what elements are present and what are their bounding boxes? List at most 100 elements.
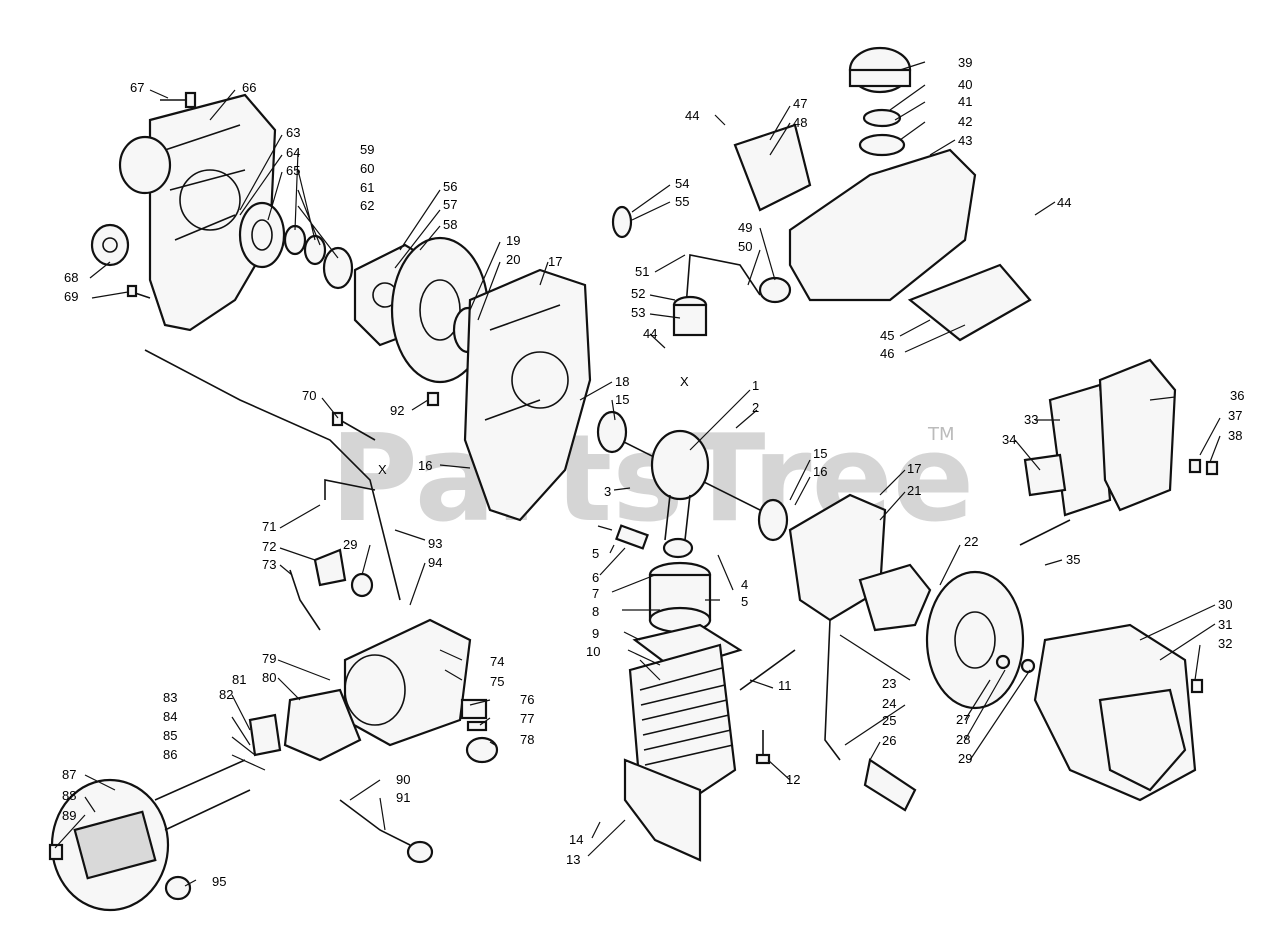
lever-23-24[interactable] xyxy=(824,619,841,761)
muffler-cover[interactable] xyxy=(1098,358,1177,512)
callout-83: 83 xyxy=(163,690,177,705)
callout-49: 49 xyxy=(738,220,752,235)
cap-parts-40-42[interactable] xyxy=(858,108,906,157)
callout-87: 87 xyxy=(62,767,76,782)
callout-20: 20 xyxy=(506,252,520,267)
callout-93: 93 xyxy=(428,536,442,551)
callout-82: 82 xyxy=(219,687,233,702)
callout-8: 8 xyxy=(592,604,599,619)
callout-76: 76 xyxy=(520,692,534,707)
callout-92: 92 xyxy=(390,403,404,418)
callout-91: 91 xyxy=(396,790,410,805)
seal-54-55[interactable] xyxy=(611,205,633,239)
fuel-tank[interactable] xyxy=(788,148,977,302)
callout-5b: 5 xyxy=(741,594,748,609)
parts-76-78[interactable] xyxy=(460,698,499,764)
watermark-tm: TM xyxy=(927,424,955,445)
muffler-shield-13[interactable] xyxy=(623,758,702,862)
fuel-filter[interactable] xyxy=(672,295,708,337)
callout-25: 25 xyxy=(882,713,896,728)
cable-90-91[interactable] xyxy=(339,799,434,864)
bracket-35[interactable] xyxy=(1019,519,1071,546)
bolt-92[interactable] xyxy=(426,391,440,407)
callout-38: 38 xyxy=(1228,428,1242,443)
bolt-69[interactable] xyxy=(126,284,151,299)
callout-11: 11 xyxy=(778,678,792,693)
callout-72: 72 xyxy=(262,539,276,554)
crankshaft[interactable] xyxy=(596,410,789,542)
callout-66: 66 xyxy=(242,80,256,95)
callout-45: 45 xyxy=(880,328,894,343)
fuel-cap[interactable] xyxy=(848,46,912,94)
callout-12: 12 xyxy=(786,772,800,787)
starter-housing[interactable] xyxy=(118,93,277,332)
starter-cup-68[interactable] xyxy=(90,223,130,267)
grommet-29[interactable] xyxy=(350,572,374,598)
callout-62: 62 xyxy=(360,198,374,213)
tube-73[interactable] xyxy=(289,569,321,631)
clutch-housing[interactable] xyxy=(1033,623,1197,802)
callout-3: 3 xyxy=(604,484,611,499)
callout-1: 1 xyxy=(752,378,759,393)
muffler-gasket-34[interactable] xyxy=(1023,453,1067,497)
callout-70: 70 xyxy=(302,388,316,403)
callout-69: 69 xyxy=(64,289,78,304)
screw-12[interactable] xyxy=(755,730,771,765)
primer-72[interactable] xyxy=(313,548,347,587)
piston[interactable] xyxy=(648,561,712,634)
knob-95[interactable] xyxy=(164,875,192,901)
tank-bracket-45-46[interactable] xyxy=(907,263,1032,342)
callouts: 1 2 3 4 5 5 6 7 8 9 10 11 12 13 14 15 15… xyxy=(62,55,1244,889)
carb-gasket-81[interactable] xyxy=(248,713,282,757)
callout-27: 27 xyxy=(956,712,970,727)
callout-40: 40 xyxy=(958,77,972,92)
callout-67: 67 xyxy=(130,80,144,95)
throttle-cable[interactable] xyxy=(144,349,401,601)
callout-75: 75 xyxy=(490,674,504,689)
callout-19: 19 xyxy=(506,233,520,248)
callout-26: 26 xyxy=(882,733,896,748)
callout-28: 28 xyxy=(956,732,970,747)
stud-11[interactable] xyxy=(739,649,796,691)
washer-stack[interactable] xyxy=(283,224,354,290)
bolt-70[interactable] xyxy=(331,411,376,441)
callout-95: 95 xyxy=(212,874,226,889)
callout-56: 56 xyxy=(443,179,457,194)
connecting-rod[interactable] xyxy=(662,494,694,559)
carburetor[interactable] xyxy=(283,688,362,762)
callout-81: 81 xyxy=(232,672,246,687)
callout-15a: 15 xyxy=(615,392,629,407)
air-filter-base[interactable] xyxy=(343,618,472,747)
stop-switch-26[interactable] xyxy=(863,758,917,812)
callout-15b: 15 xyxy=(813,446,827,461)
callout-4: 4 xyxy=(741,577,748,592)
callout-90: 90 xyxy=(396,772,410,787)
callout-77: 77 xyxy=(520,711,534,726)
tank-bracket-47-48[interactable] xyxy=(733,123,812,212)
crankcase-half-left[interactable] xyxy=(463,268,592,522)
callout-50: 50 xyxy=(738,239,752,254)
callout-22: 22 xyxy=(964,534,978,549)
bolts-86-89[interactable] xyxy=(48,759,251,861)
clutch-drum[interactable] xyxy=(925,570,1025,710)
gasket[interactable] xyxy=(632,623,743,672)
callout-57: 57 xyxy=(443,197,457,212)
callout-42: 42 xyxy=(958,114,972,129)
bolts-32-37-38[interactable] xyxy=(1188,458,1219,694)
callout-32: 32 xyxy=(1218,636,1232,651)
ignition-module[interactable] xyxy=(858,563,932,632)
callout-31: 31 xyxy=(1218,617,1232,632)
ref-mark-x-center: X xyxy=(680,374,689,389)
fuel-tube-71[interactable] xyxy=(324,479,376,500)
callout-39: 39 xyxy=(958,55,972,70)
callout-68: 68 xyxy=(64,270,78,285)
washers-27-29[interactable] xyxy=(995,654,1036,674)
piston-pin[interactable] xyxy=(615,524,649,550)
starter-pulley[interactable] xyxy=(238,201,286,269)
callout-73: 73 xyxy=(262,557,276,572)
callout-94: 94 xyxy=(428,555,442,570)
callout-41: 41 xyxy=(958,94,972,109)
callout-34: 34 xyxy=(1002,432,1016,447)
callout-44b: 44 xyxy=(1057,195,1071,210)
bolt-67[interactable] xyxy=(160,91,197,109)
